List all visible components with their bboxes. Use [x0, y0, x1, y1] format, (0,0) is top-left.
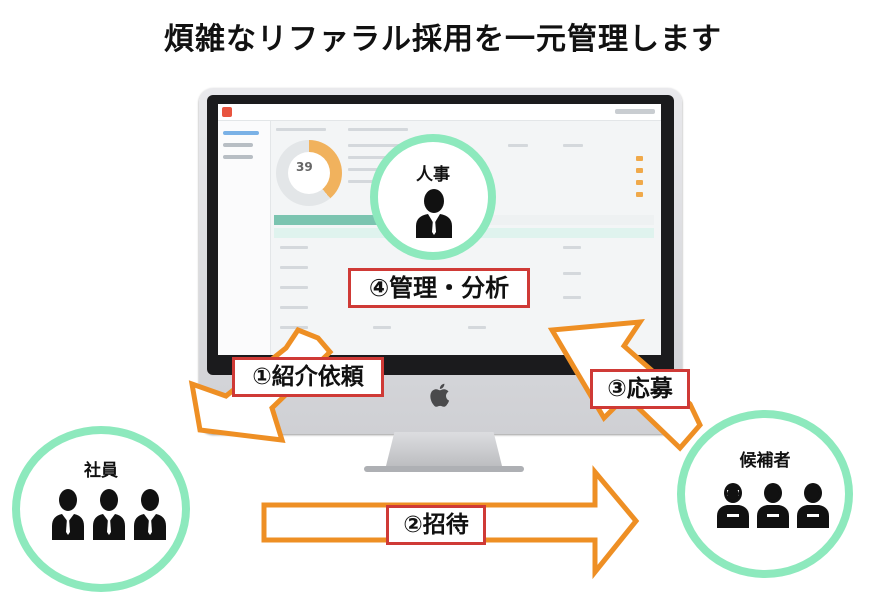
employees-label: 社員 — [84, 461, 118, 481]
screen-tab-active — [274, 215, 394, 225]
screen-nav-item — [223, 155, 253, 159]
hr-node: 人事 — [370, 134, 496, 260]
monitor-stand — [385, 432, 503, 470]
screen-status-badge — [636, 180, 643, 185]
screen-list-line — [373, 326, 391, 329]
step-apply-tag: ③応募 — [590, 369, 690, 409]
screen-list-line — [280, 246, 308, 249]
screen-table-cell — [508, 144, 528, 147]
page-title: 煩雑なリファラル採用を一元管理します — [164, 22, 722, 57]
screen-list-line — [280, 286, 308, 289]
candidates-people-icon — [717, 483, 829, 528]
candidates-label: 候補者 — [739, 451, 791, 471]
screen-list-line — [468, 326, 486, 329]
monitor-stand-base — [364, 466, 524, 472]
screen-status-badge — [636, 192, 643, 197]
employees-node: 社員 — [12, 426, 190, 592]
hr-label: 人事 — [416, 165, 450, 185]
screen-text-line — [348, 128, 408, 131]
candidates-node: 候補者 — [677, 410, 853, 578]
screen-status-badge — [636, 156, 643, 161]
screen-text-line — [276, 128, 326, 131]
screen-list-line — [280, 306, 308, 309]
step-invite-tag: ②招待 — [386, 505, 486, 545]
apple-logo-icon — [430, 383, 450, 407]
screen-user-menu — [615, 109, 655, 114]
employees-people-icon — [52, 489, 166, 540]
screen-table-cell — [563, 144, 583, 147]
screen-nav-item — [223, 131, 259, 135]
step-referral-request-tag: ①紹介依頼 — [232, 357, 384, 397]
screen-topbar — [218, 104, 661, 121]
screen-list-line — [280, 326, 308, 329]
app-logo-icon — [222, 107, 232, 117]
screen-list-line — [563, 296, 581, 299]
screen-list-line — [563, 246, 581, 249]
screen-table-row — [348, 144, 428, 147]
hr-person-icon — [416, 189, 452, 238]
screen-donut-hole — [288, 152, 330, 194]
screen-list-line — [280, 266, 308, 269]
screen-list-line — [563, 272, 581, 275]
step-manage-analyze-tag: ④管理・分析 — [348, 268, 530, 308]
screen-sidebar — [218, 121, 271, 355]
screen-nav-item — [223, 143, 253, 147]
screen-donut-value: 39 — [296, 160, 313, 174]
screen-status-badge — [636, 168, 643, 173]
